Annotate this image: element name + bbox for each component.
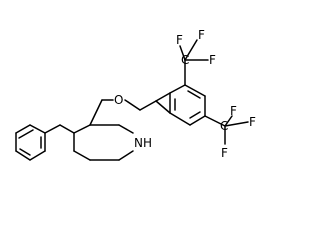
structure-canvas: O NH F F F F F F C C [15,28,256,161]
piperidine-ring [73,124,134,161]
oxygen-atom-label: O [114,93,123,107]
cf3-bottom-fluorine-label-1: F [230,104,237,118]
phenyl-ring [15,124,75,161]
cf3-group-bottom [204,115,249,145]
cf3-bottom-fluorine-label-3: F [221,146,228,160]
cf3-top-fluorine-label-3: F [209,53,216,67]
cf3-group-top [179,39,209,86]
nitrogen-atom-label: NH [134,136,152,150]
benzene-ring [155,84,206,126]
cf3-bottom-fluorine-label-2: F [249,115,256,129]
cf3-top-carbon-label: C [181,53,189,67]
cf3-bottom-carbon-label: C [220,119,228,133]
cf3-top-fluorine-label-1: F [176,33,183,47]
cf3-top-fluorine-label-2: F [198,28,205,42]
ether-linker [89,99,157,126]
molecule-structure: O NH F F F F F F C C [15,28,256,161]
